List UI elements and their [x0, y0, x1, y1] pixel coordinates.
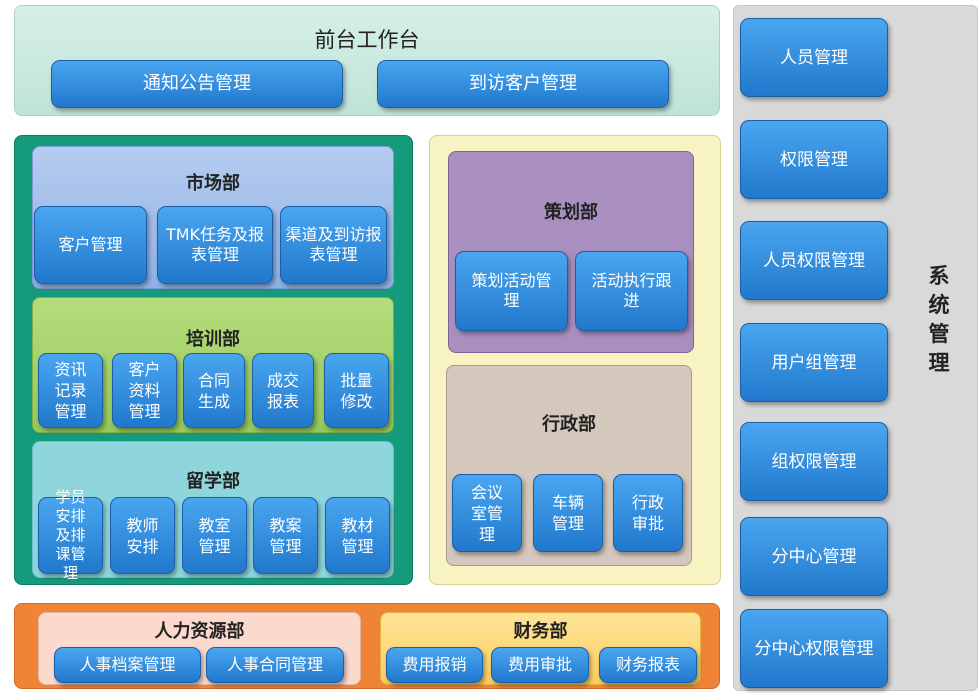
- channel-visit-report-button[interactable]: 渠道及到访报表管理: [280, 206, 387, 284]
- group-permission-management-button[interactable]: 组权限管理: [740, 422, 888, 501]
- activity-followup-button[interactable]: 活动执行跟进: [575, 251, 688, 331]
- finance-report-button[interactable]: 财务报表: [599, 647, 697, 683]
- admin-approval-button[interactable]: 行政审批: [613, 474, 683, 552]
- tmk-task-report-button[interactable]: TMK任务及报表管理: [157, 206, 273, 284]
- hr-dept-title: 人力资源部: [154, 621, 245, 642]
- branch-permission-management-button[interactable]: 分中心权限管理: [740, 609, 888, 688]
- hr-contract-button[interactable]: 人事合同管理: [206, 647, 344, 683]
- planning-dept-title: 策划部: [544, 202, 598, 223]
- batch-edit-button[interactable]: 批量修改: [324, 353, 389, 428]
- admin-dept-title: 行政部: [542, 414, 596, 435]
- user-group-management-button[interactable]: 用户组管理: [740, 323, 888, 402]
- training-dept-title: 培训部: [186, 329, 240, 350]
- planning-activity-button[interactable]: 策划活动管理: [455, 251, 568, 331]
- visitor-management-button[interactable]: 到访客户管理: [377, 60, 669, 108]
- vehicle-management-button[interactable]: 车辆管理: [533, 474, 603, 552]
- study-abroad-dept-title: 留学部: [186, 471, 240, 492]
- notice-management-button[interactable]: 通知公告管理: [51, 60, 343, 108]
- expense-approval-button[interactable]: 费用审批: [491, 647, 589, 683]
- market-dept-title: 市场部: [186, 173, 240, 194]
- customer-info-button[interactable]: 客户资料管理: [112, 353, 177, 428]
- hr-records-button[interactable]: 人事档案管理: [54, 647, 201, 683]
- system-label-char: 统: [928, 293, 950, 317]
- contract-generate-button[interactable]: 合同生成: [183, 353, 245, 428]
- customer-management-button[interactable]: 客户管理: [34, 206, 147, 284]
- system-label-char: 管: [928, 322, 950, 346]
- lesson-plan-management-button[interactable]: 教案管理: [253, 497, 318, 574]
- teacher-arrange-button[interactable]: 教师安排: [110, 497, 175, 574]
- branch-management-button[interactable]: 分中心管理: [740, 517, 888, 596]
- system-management-label: 系 统 管 理: [922, 262, 956, 378]
- classroom-management-button[interactable]: 教室管理: [182, 497, 247, 574]
- meeting-room-button[interactable]: 会议室管理: [452, 474, 522, 552]
- deal-report-button[interactable]: 成交报表: [252, 353, 314, 428]
- personnel-management-button[interactable]: 人员管理: [740, 18, 888, 97]
- system-label-char: 系: [928, 264, 950, 288]
- personnel-permission-management-button[interactable]: 人员权限管理: [740, 221, 888, 300]
- student-schedule-button[interactable]: 学员安排及排课管理: [38, 488, 103, 582]
- expense-claim-button[interactable]: 费用报销: [386, 647, 483, 683]
- permission-management-button[interactable]: 权限管理: [740, 120, 888, 199]
- finance-dept-title: 财务部: [513, 621, 568, 642]
- system-label-char: 理: [928, 351, 950, 375]
- inquiry-record-button[interactable]: 资讯记录管理: [38, 353, 103, 428]
- frontdesk-title: 前台工作台: [314, 28, 420, 52]
- textbook-management-button[interactable]: 教材管理: [325, 497, 390, 574]
